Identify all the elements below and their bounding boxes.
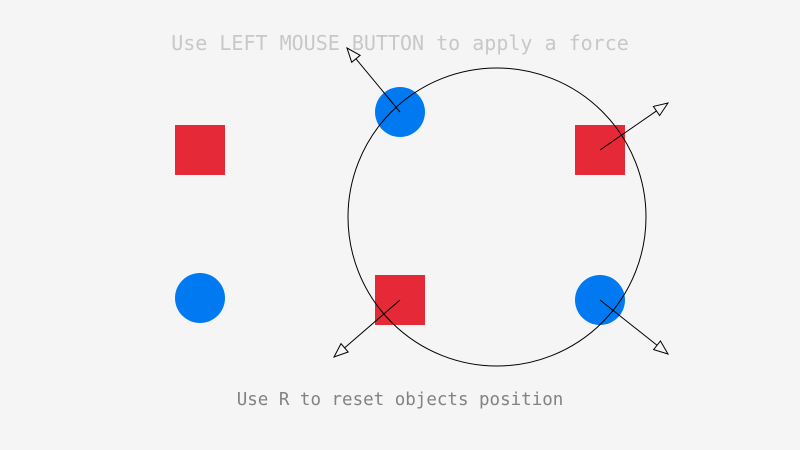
force-arrow-top-left [346,46,401,113]
instruction-reset: Use R to reset objects position [236,390,564,410]
force-arrowhead-icon [652,102,670,117]
force-arrowhead-icon [332,342,350,358]
force-arrow-line [344,299,401,349]
blue-circle-bottom-left[interactable] [175,273,225,323]
force-arrow-bottom-right [599,299,670,355]
boundary-circle [347,67,647,367]
red-square-top-left[interactable] [175,125,225,175]
force-arrowhead-icon [346,46,362,64]
force-arrowhead-icon [652,340,670,355]
force-arrow-line [599,110,657,151]
instruction-apply-force: Use LEFT MOUSE BUTTON to apply a force [171,31,629,55]
force-arrow-bottom-left [332,299,401,358]
force-arrow-top-right [599,102,670,151]
force-arrow-line [599,299,658,346]
force-arrow-line [355,58,401,113]
